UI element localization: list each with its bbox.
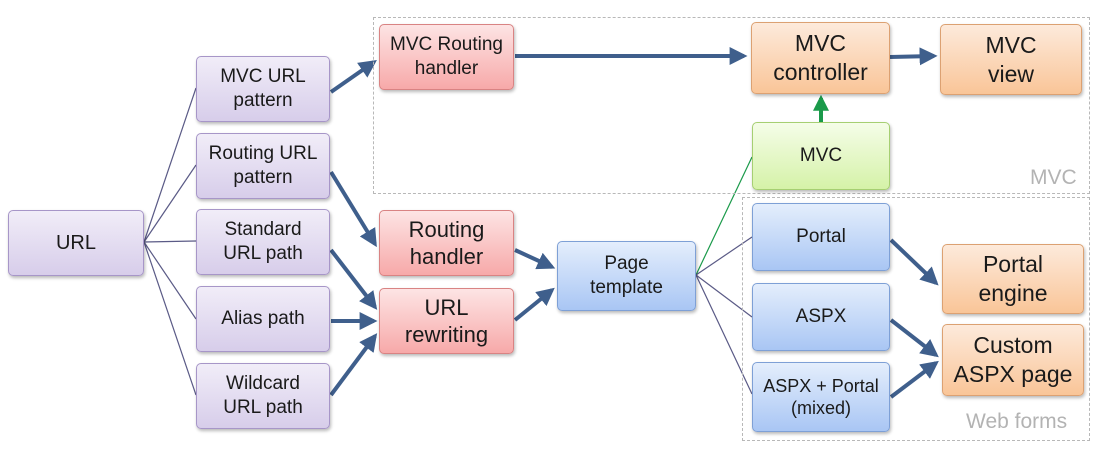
arrow-portal-to-portal-engine: [889, 238, 939, 286]
arrow-aspx-portal-to-custom-aspx-page: [889, 360, 939, 399]
mvc-view-label: MVC view: [985, 31, 1037, 87]
mvc-view-node: MVC view: [940, 24, 1082, 95]
alias-path-node: Alias path: [196, 286, 330, 352]
custom-aspx-page-label: Custom ASPX page: [953, 332, 1073, 387]
routing-handler-label: Routing handler: [408, 216, 485, 270]
arrow-aspx-to-custom-aspx-page: [889, 318, 939, 358]
url-node-label: URL: [55, 231, 96, 254]
aspx-label: ASPX: [795, 306, 847, 328]
page-template-label: Page template: [590, 253, 663, 298]
web-forms-group-label: Web forms: [966, 410, 1068, 433]
standard-url-path-node: Standard URL path: [196, 209, 330, 275]
mvc-routing-handler-node: MVC Routing handler: [379, 24, 514, 90]
line-url-to-mvc-url-pattern: [143, 87, 197, 243]
routing-handler-node: Routing handler: [379, 210, 514, 276]
arrow-routing-handler-to-page-template: [514, 248, 556, 270]
custom-aspx-page-node: Custom ASPX page: [942, 324, 1084, 396]
standard-url-path-label: Standard URL path: [223, 219, 303, 264]
mvc-routing-handler-label: MVC Routing handler: [390, 34, 503, 79]
arrow-standard-url-path-to-url-rewriting: [329, 248, 378, 310]
portal-label: Portal: [796, 226, 846, 248]
arrow-mvc-url-pattern-to-mvc-routing-handler: [329, 59, 377, 94]
line-url-to-standard-url-path: [143, 240, 197, 243]
mvc-label: MVC: [799, 145, 843, 167]
arrow-routing-url-pattern-to-routing-handler: [329, 170, 377, 248]
flow-arrows: [329, 47, 939, 399]
page-template-node: Page template: [557, 241, 696, 311]
routing-url-pattern-node: Routing URL pattern: [196, 133, 330, 199]
line-url-to-alias-path: [143, 241, 197, 320]
line-url-to-routing-url-pattern: [143, 164, 197, 243]
portal-node: Portal: [752, 203, 890, 271]
mvc-group-label: MVC: [1030, 166, 1077, 189]
portal-engine-node: Portal engine: [942, 244, 1084, 314]
mvc-controller-node: MVC controller: [751, 22, 890, 94]
mvc-group: [373, 17, 1090, 194]
portal-engine-label: Portal engine: [978, 251, 1048, 306]
mvc-url-pattern-label: MVC URL pattern: [220, 66, 306, 111]
arrow-url-rewriting-to-page-template: [513, 287, 555, 322]
aspx-portal-mixed-node: ASPX + Portal (mixed): [752, 362, 890, 432]
url-rewriting-label: URL rewriting: [404, 294, 489, 348]
mvc-node: MVC: [752, 122, 890, 190]
line-template-to-mvc: [695, 156, 753, 276]
mvc-url-pattern-node: MVC URL pattern: [196, 56, 330, 122]
url-rewriting-node: URL rewriting: [379, 288, 514, 354]
aspx-node: ASPX: [752, 283, 890, 351]
mvc-controller-label: MVC controller: [773, 30, 868, 85]
web-forms-group: [742, 197, 1090, 441]
url-node: URL: [8, 210, 144, 276]
url-fan-lines: [143, 87, 197, 396]
alias-path-label: Alias path: [221, 308, 305, 330]
arrow-mvc-controller-to-mvc-view: [889, 47, 938, 66]
wildcard-url-path-node: Wildcard URL path: [196, 363, 330, 429]
aspx-portal-mixed-label: ASPX + Portal (mixed): [763, 375, 879, 419]
line-url-to-wildcard-url-path: [143, 241, 197, 396]
wildcard-url-path-label: Wildcard URL path: [223, 373, 303, 418]
routing-url-pattern-label: Routing URL pattern: [208, 143, 318, 188]
arrow-wildcard-url-path-to-url-rewriting: [329, 333, 378, 397]
